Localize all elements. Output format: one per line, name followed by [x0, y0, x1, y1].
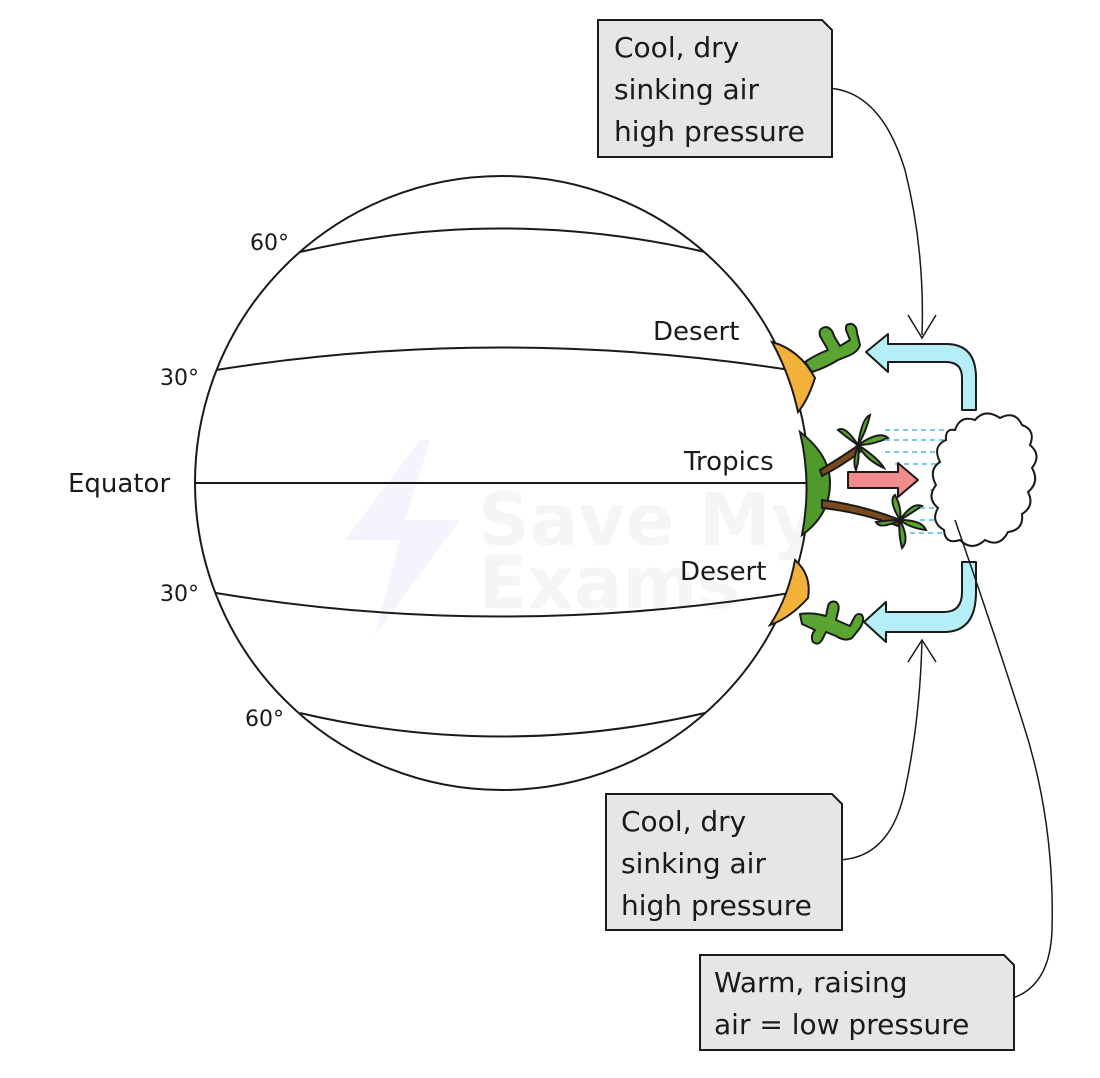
watermark-line-2: Exams: [478, 541, 740, 625]
latitude-line-30-north: [215, 346, 791, 371]
label-60-north: 60°: [250, 231, 289, 256]
warm-air-arrow: [847, 462, 919, 498]
watermark-line-1: Save My: [478, 478, 818, 562]
connector-bottom: [835, 639, 923, 861]
callout-bottom-line-3: high pressure: [621, 889, 812, 922]
callout-bottom-line-2: sinking air: [621, 847, 766, 880]
label-60-south: 60°: [245, 707, 284, 732]
label-equator: Equator: [68, 469, 170, 499]
cloud-icon: [930, 412, 1038, 547]
callout-top: Cool, dry sinking air high pressure: [597, 19, 833, 158]
callout-top-line-2: sinking air: [614, 73, 759, 106]
callout-warm-line-2: air = low pressure: [714, 1008, 969, 1041]
latitude-line-30-south: [215, 592, 791, 618]
air-circulation-arrow-south: [863, 561, 977, 643]
desert-zone-south: [767, 558, 810, 627]
palm-tree-upper-icon: [818, 413, 890, 478]
tropics-zone: [798, 429, 832, 538]
label-30-south: 30°: [160, 582, 199, 607]
watermark: Save My Exams: [345, 440, 818, 635]
callout-top-line-3: high pressure: [614, 115, 805, 148]
connector-warm: [954, 519, 1053, 1001]
globe: [194, 175, 810, 791]
cactus-north-icon: [804, 322, 861, 373]
callout-bottom-line-1: Cool, dry: [621, 805, 746, 838]
callout-warm-line-1: Warm, raising: [714, 966, 907, 999]
watermark-bolt-icon: [345, 440, 460, 635]
desert-zone-north: [769, 340, 817, 415]
callout-warm: Warm, raising air = low pressure: [699, 954, 1015, 1051]
latitude-line-60-south: [299, 712, 706, 738]
cactus-south-icon: [799, 600, 865, 645]
callout-top-line-1: Cool, dry: [614, 31, 739, 64]
label-tropics: Tropics: [683, 447, 774, 477]
connector-bottom-arrowhead: [907, 638, 937, 663]
label-desert-north: Desert: [653, 317, 739, 347]
label-30-north: 30°: [160, 366, 199, 391]
palm-tree-lower-icon: [821, 493, 928, 550]
air-circulation-arrow-north: [865, 333, 977, 411]
label-desert-south: Desert: [680, 557, 766, 587]
latitude-line-60-north: [299, 227, 706, 253]
connector-top-arrowhead: [907, 314, 937, 340]
connector-top: [823, 87, 924, 336]
callout-bottom: Cool, dry sinking air high pressure: [605, 793, 843, 931]
